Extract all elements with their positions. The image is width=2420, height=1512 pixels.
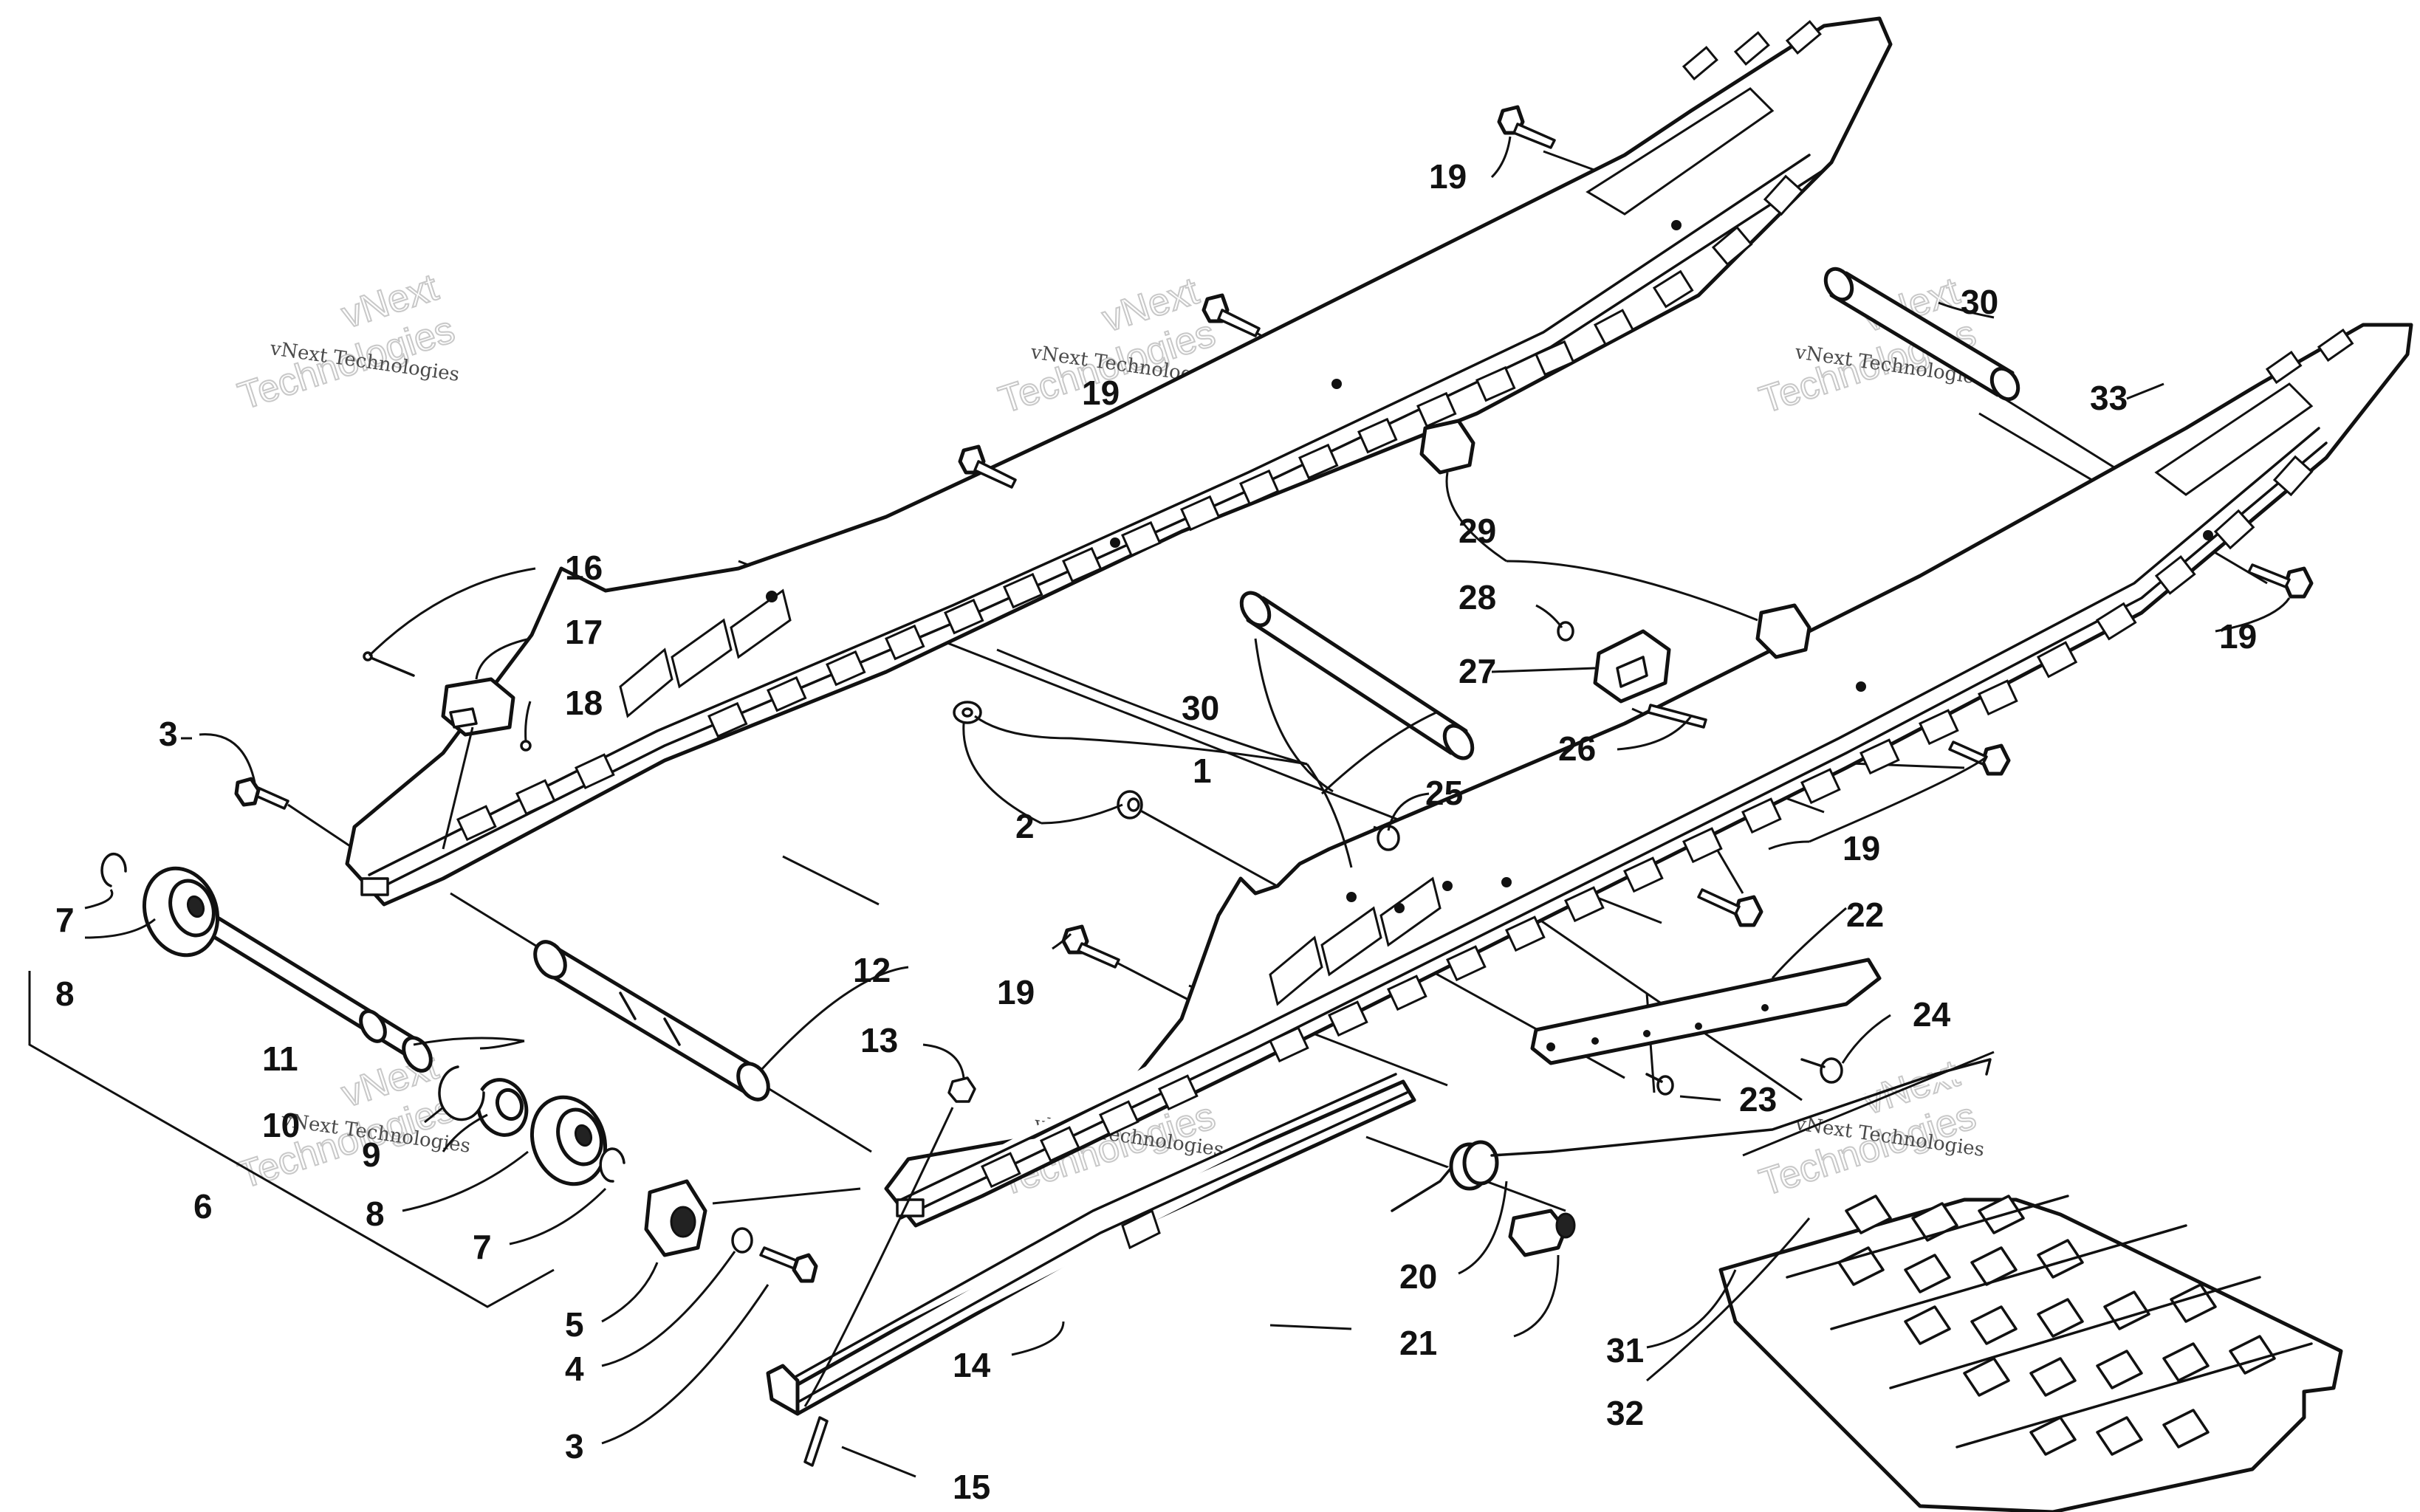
callout-19-right: 19	[2219, 617, 2257, 656]
bolt-19-lower-right	[1697, 888, 1763, 927]
callout-24: 24	[1913, 995, 1951, 1034]
callout-26: 26	[1558, 729, 1596, 768]
left-slide-rail	[345, 16, 1893, 907]
callout-4: 4	[565, 1350, 584, 1388]
callout-6: 6	[193, 1187, 213, 1226]
spacer-29-lower	[1755, 603, 1811, 659]
bolt-19-mid-b	[958, 444, 1017, 489]
callout-16: 16	[565, 549, 603, 587]
cross-shaft-30-middle	[1239, 591, 1475, 760]
callout-28: 28	[1458, 578, 1496, 616]
rail-cutouts	[981, 455, 2314, 1189]
watermark-group-1: Technologies vNext vNext Technologies	[233, 265, 461, 419]
callout-33: 33	[2090, 379, 2128, 417]
torsion-spring-20	[1391, 1058, 1992, 1212]
cap-21	[1508, 1209, 1576, 1257]
callout-7-upper: 7	[55, 901, 75, 939]
callout-19-lower-left: 19	[997, 973, 1035, 1011]
leader-lines	[84, 136, 2291, 1478]
callout-29: 29	[1458, 512, 1496, 550]
nut-13	[947, 1076, 976, 1103]
callout-20: 20	[1399, 1257, 1437, 1296]
callout-2: 2	[1015, 807, 1035, 845]
spacer-29-upper	[1419, 419, 1475, 475]
rear-bumper-block-5	[644, 1179, 707, 1257]
ring-10	[438, 1065, 485, 1121]
callout-9: 9	[362, 1135, 381, 1174]
callout-17: 17	[565, 613, 603, 651]
callout-30-front: 30	[1961, 283, 1998, 321]
rear-axle-assembly-bracket	[28, 971, 555, 1308]
rear-idler-axle	[201, 913, 433, 1073]
callout-3-lower: 3	[565, 1427, 584, 1465]
stopper-17	[441, 677, 515, 737]
washer-2-upper	[953, 701, 982, 724]
callout-30-middle: 30	[1182, 689, 1219, 727]
cross-shaft-30-front	[1823, 267, 2020, 402]
callout-18: 18	[565, 684, 603, 722]
track-clips	[1837, 1195, 2276, 1456]
spacer-9	[476, 1078, 529, 1137]
bolt-26	[1647, 704, 1707, 729]
screw-15	[803, 1416, 829, 1467]
callout-5: 5	[565, 1305, 584, 1344]
callout-10: 10	[262, 1106, 300, 1144]
callout-19-mid-right: 19	[1843, 829, 1880, 867]
retaining-ring-7-upper	[100, 853, 127, 887]
bolt-19-right	[2247, 563, 2314, 599]
bolt-24	[1800, 1057, 1843, 1084]
callout-8-upper: 8	[55, 975, 75, 1013]
callout-3-upper: 3	[159, 715, 178, 753]
block-27	[1593, 629, 1671, 704]
bolt-3-lower	[759, 1246, 818, 1283]
callout-1: 1	[1193, 752, 1212, 790]
cross-shaft-12	[533, 940, 770, 1102]
callout-32: 32	[1606, 1394, 1644, 1432]
wear-strip-14	[766, 1073, 1416, 1416]
retaining-ring-7-lower	[599, 1147, 625, 1183]
clip-18	[520, 740, 532, 752]
callout-13: 13	[860, 1021, 898, 1059]
callout-12: 12	[853, 951, 891, 989]
bracket-22	[1530, 958, 1882, 1065]
right-slide-rail	[884, 323, 2413, 1228]
callout-labels: 1 2 3 3 4 5 6 7 7 8 8 9 10 11 12 13 14 1…	[55, 157, 2257, 1506]
washer-4	[731, 1227, 753, 1254]
callout-21: 21	[1399, 1324, 1437, 1362]
callout-23: 23	[1739, 1080, 1777, 1118]
bearing-8-lower	[529, 1095, 608, 1186]
pin-16	[363, 651, 415, 677]
callout-22: 22	[1846, 896, 1884, 934]
callout-27: 27	[1458, 652, 1496, 690]
callout-14: 14	[953, 1346, 991, 1384]
bearing-8-upper	[142, 866, 220, 958]
callout-15: 15	[953, 1468, 990, 1506]
bolt-19-lower-left	[1061, 924, 1120, 969]
callout-25: 25	[1425, 774, 1463, 812]
callout-31: 31	[1606, 1331, 1644, 1370]
callout-8-lower: 8	[366, 1195, 385, 1233]
bolt-19-mid-a	[1202, 293, 1261, 337]
callout-7-lower: 7	[473, 1228, 492, 1266]
bolt-19-top	[1497, 105, 1556, 149]
rail-cutouts	[456, 174, 1804, 842]
track-section-31	[1718, 1195, 2343, 1512]
washer-2-lower	[1117, 790, 1143, 819]
callout-19-top: 19	[1429, 157, 1467, 196]
bolt-23	[1645, 1073, 1674, 1096]
callout-19-mid: 19	[1082, 374, 1120, 412]
callout-11: 11	[262, 1040, 298, 1078]
bolt-3-upper	[234, 777, 289, 810]
bolt-19-mid-right	[1948, 740, 2011, 776]
